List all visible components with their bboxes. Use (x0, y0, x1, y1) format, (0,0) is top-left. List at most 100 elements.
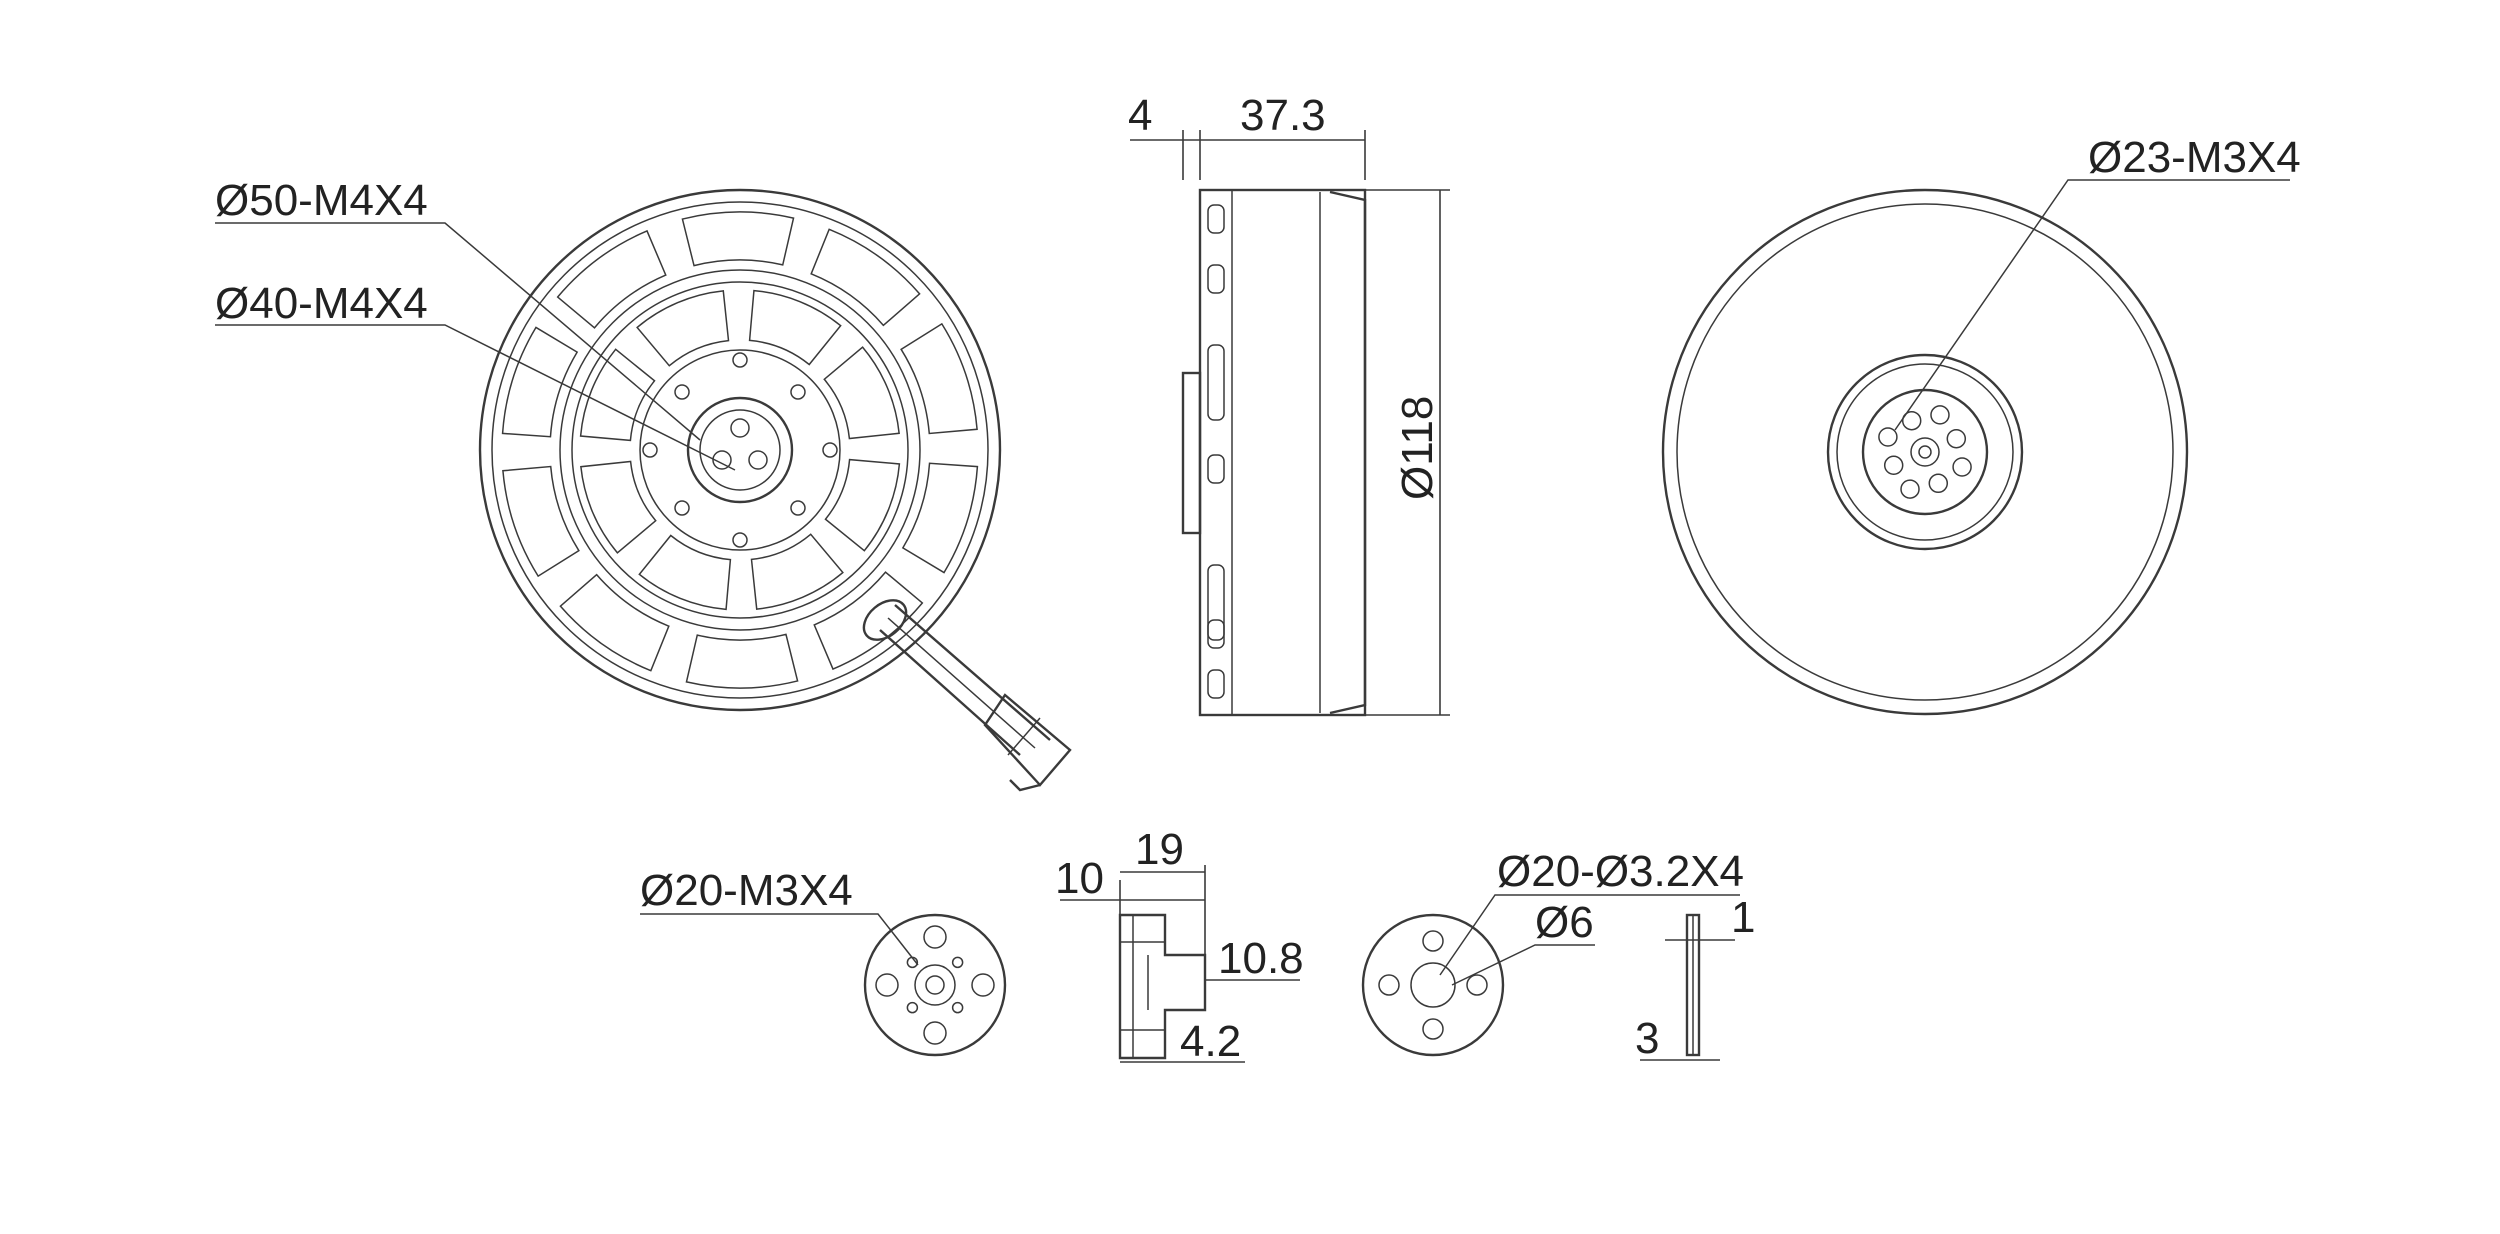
hub-hole-c (748, 450, 768, 470)
hub-outer (686, 396, 794, 504)
outer-vent-slot (556, 229, 667, 329)
back-view: Ø23-M3X4 (1661, 133, 2301, 716)
leader-50 (215, 222, 701, 441)
adapter-small-hole (906, 1001, 919, 1014)
adapter-hole (923, 1021, 947, 1045)
washer-hole (1422, 930, 1444, 952)
prop-adapter-front: Ø20-M3X4 (640, 866, 1007, 1057)
back-hole (1930, 405, 1950, 425)
adapter-small-hole (951, 1001, 964, 1014)
cable-wire-1 (894, 604, 1051, 741)
front-outer-rim (478, 188, 1002, 712)
back-shaft-inner (1918, 445, 1932, 459)
inner-vent-slot (636, 290, 730, 367)
inner-vent-slots (579, 289, 901, 611)
cable-connector-split (1007, 717, 1041, 756)
label-hole-pattern-23: Ø23-M3X4 (2088, 133, 2301, 182)
washer-hole (1378, 974, 1400, 996)
leader-6 (1451, 944, 1595, 986)
label-body-height: 37.3 (1240, 91, 1326, 140)
mounting-hole (674, 500, 690, 516)
label-hole-pattern-50: Ø50-M4X4 (215, 176, 428, 225)
side-fins (1207, 204, 1225, 699)
cable-connector (983, 693, 1072, 787)
mounting-holes (642, 352, 838, 548)
mounting-hole (674, 384, 690, 400)
back-shaft-outer (1910, 437, 1940, 467)
mounting-hole (732, 532, 748, 548)
side-fin (1207, 669, 1225, 699)
adapter-hole (875, 973, 899, 997)
back-holes (1878, 405, 1972, 499)
side-fin (1207, 454, 1225, 484)
back-boss (1861, 388, 1989, 516)
back-hole (1946, 428, 1967, 449)
back-hole (1883, 455, 1904, 476)
adapter-side-profile (1118, 913, 1207, 1060)
washer-hole (1466, 974, 1488, 996)
adapter-hole (923, 925, 947, 949)
back-hole (1952, 457, 1972, 477)
hub-inner (699, 409, 781, 491)
outer-vent-slot (502, 465, 580, 578)
label-washer-hole-pattern: Ø20-Ø3.2X4 (1497, 847, 1744, 896)
adapter-small-hole (951, 956, 964, 969)
inner-vent-slot (638, 534, 732, 611)
adapter-side-inner (1120, 915, 1165, 1058)
adapter-holes (875, 925, 995, 1045)
side-fin (1207, 264, 1225, 294)
mounting-hole (642, 442, 658, 458)
inner-vent-slot (824, 458, 901, 552)
side-shaft (1181, 371, 1202, 535)
outer-vent-slot (901, 462, 979, 574)
back-outer-rim (1661, 188, 2189, 716)
label-adapter-108: 10.8 (1218, 934, 1304, 983)
hub-hole-b (712, 450, 732, 470)
washer-outer (1361, 913, 1505, 1057)
adapter-shaft-hole (925, 975, 945, 995)
label-adapter-42: 4.2 (1180, 1017, 1241, 1066)
label-washer-3: 3 (1635, 1014, 1659, 1063)
side-fin (1207, 344, 1225, 421)
label-adapter-hole-pattern: Ø20-M3X4 (640, 866, 853, 915)
cable-wire-3 (887, 617, 1036, 749)
back-hole (1928, 473, 1949, 494)
front-view: Ø50-M4X4 Ø40-M4X4 (215, 176, 1072, 792)
side-fin (1207, 564, 1225, 641)
label-adapter-10: 10 (1055, 854, 1104, 903)
outer-vent-slot (810, 228, 921, 327)
leader-20-m3 (640, 913, 919, 966)
side-view: 4 37.3 Ø118 (1128, 91, 1450, 717)
prop-adapter-side: 10 19 10.8 4.2 (1055, 825, 1304, 1066)
side-fin (1207, 204, 1225, 234)
cable-grommet (862, 599, 908, 641)
side-cap-edge (1329, 190, 1367, 715)
cable-wire-2 (879, 629, 1021, 756)
side-front-flange (1199, 189, 1233, 716)
outer-vent-slot (559, 573, 670, 672)
mounting-ring-50 (639, 349, 841, 551)
washer-holes (1378, 930, 1488, 1040)
back-hole (1901, 410, 1922, 431)
side-fin (1207, 619, 1225, 649)
washer-bore (1410, 962, 1456, 1008)
front-inner-rim (491, 201, 989, 699)
front-mid-ring (559, 269, 921, 631)
hub-hole-a (730, 418, 750, 438)
outer-vent-slot (813, 571, 924, 671)
label-washer-1: 1 (1731, 893, 1755, 942)
label-shaft-length: 4 (1128, 91, 1152, 140)
outer-vent-slot (900, 322, 978, 435)
prop-washer-side: 1 3 (1635, 893, 1755, 1063)
mounting-hole (732, 352, 748, 368)
outer-vent-slots (501, 211, 979, 689)
label-adapter-19: 19 (1135, 825, 1184, 874)
motor-cable-bundle (862, 599, 1072, 792)
back-hub-ring (1826, 353, 2024, 551)
leader-23 (1894, 179, 2290, 431)
mounting-hole (790, 384, 806, 400)
cable-tip (1009, 779, 1041, 792)
outer-vent-slot (501, 326, 579, 438)
adapter-outer (863, 913, 1007, 1057)
